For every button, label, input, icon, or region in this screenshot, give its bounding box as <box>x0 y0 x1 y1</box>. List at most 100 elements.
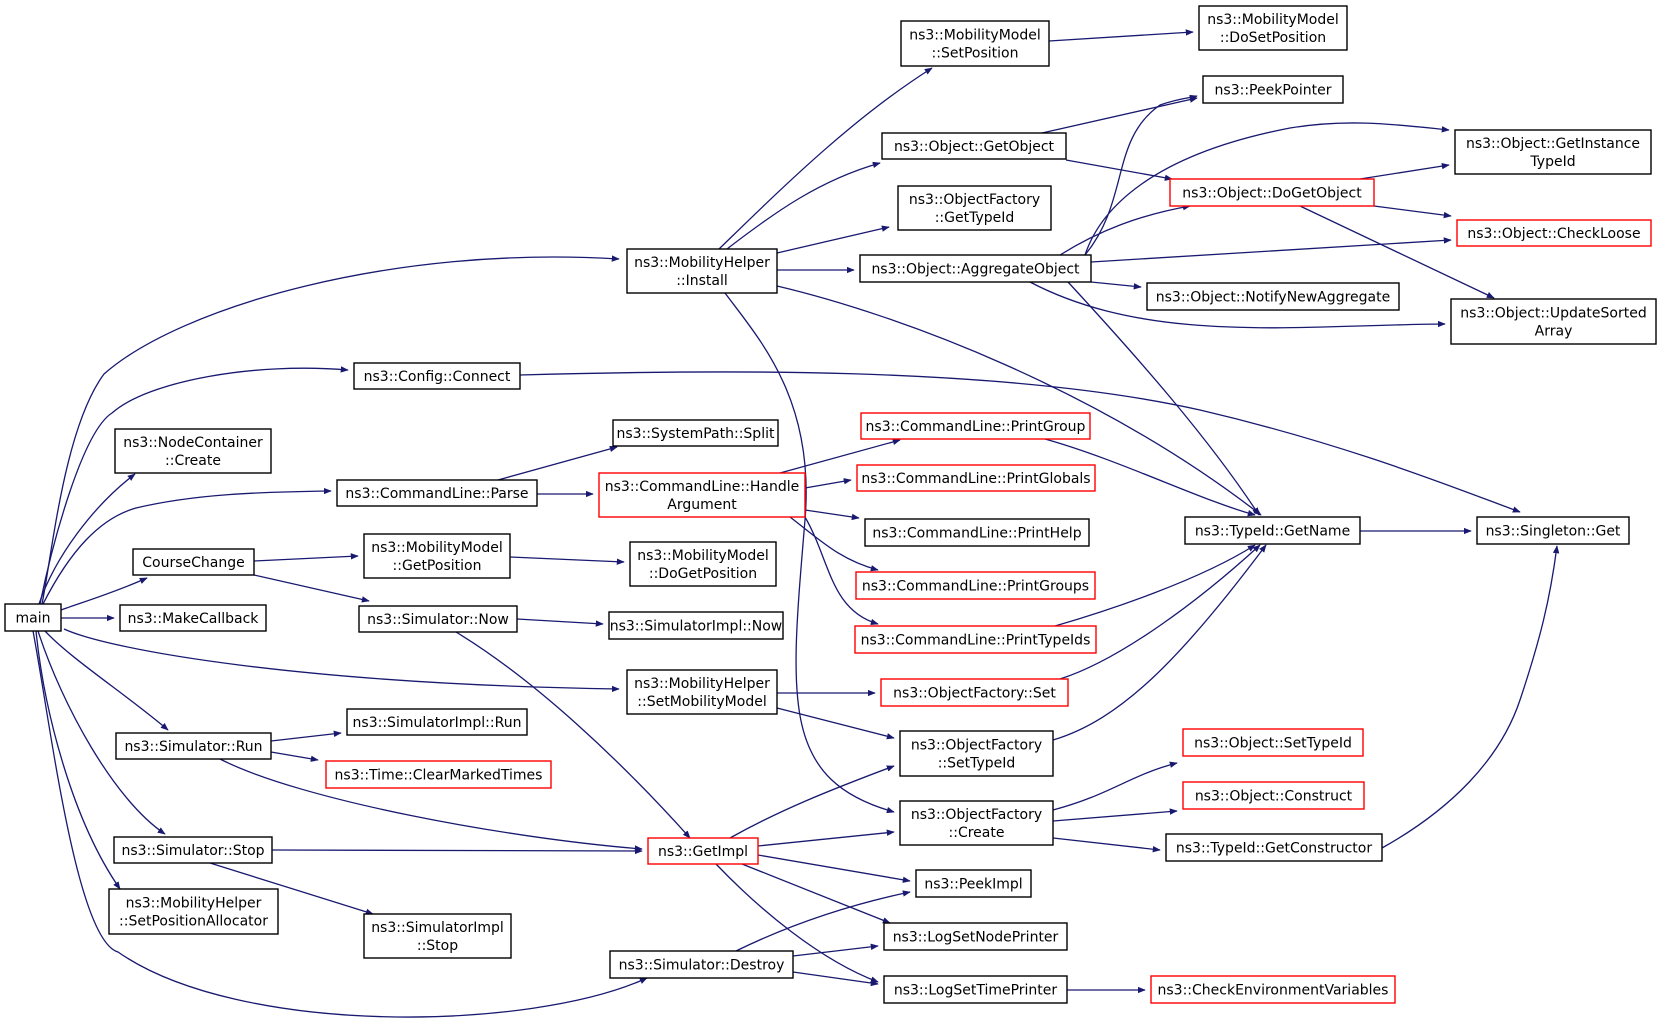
node-box <box>1182 781 1365 810</box>
edge-obj_dogetobject-to-obj_updatesorted <box>1299 205 1495 299</box>
node-sim_now[interactable]: ns3::Simulator::Now <box>358 605 518 633</box>
node-sim_run[interactable]: ns3::Simulator::Run <box>115 732 272 760</box>
node-of_settypeid[interactable]: ns3::ObjectFactory::SetTypeId <box>899 730 1054 777</box>
node-config_connect[interactable]: ns3::Config::Connect <box>353 362 521 390</box>
edge-obj_aggregate-to-obj_dogetobject <box>1059 204 1191 256</box>
edge-mh_install-to-of_gettypeid <box>776 225 890 254</box>
node-label: ::Install <box>676 273 728 289</box>
edge-cl_printtypeids-to-typeid_getname <box>1054 544 1256 627</box>
edge-sim_stop-to-simimpl_stop <box>209 862 374 915</box>
node-peekimpl[interactable]: ns3::PeekImpl <box>915 869 1032 898</box>
node-mh_install[interactable]: ns3::MobilityHelper::Install <box>626 248 778 294</box>
edge-obj_aggregate-to-obj_notify <box>1090 281 1142 290</box>
node-box <box>626 248 778 294</box>
node-log_nodeprinter[interactable]: ns3::LogSetNodePrinter <box>883 922 1068 951</box>
node-getimpl[interactable]: ns3::GetImpl <box>647 837 759 865</box>
node-label: ns3::CommandLine::PrintGroup <box>866 419 1086 435</box>
call-edges <box>32 29 1560 1018</box>
node-nc_create[interactable]: ns3::NodeContainer::Create <box>114 428 272 474</box>
edge-mh_install-to-obj_getobject <box>726 161 881 250</box>
node-log_timeprinter[interactable]: ns3::LogSetTimePrinter <box>883 975 1068 1004</box>
node-simimpl_now[interactable]: ns3::SimulatorImpl::Now <box>608 611 784 640</box>
node-obj_notify[interactable]: ns3::Object::NotifyNewAggregate <box>1146 282 1400 311</box>
node-cl_printhelp[interactable]: ns3::CommandLine::PrintHelp <box>864 518 1090 547</box>
node-label: ns3::ObjectFactory::Set <box>893 686 1056 702</box>
node-syspath_split[interactable]: ns3::SystemPath::Split <box>612 419 779 447</box>
edge-mh_install-to-typeid_getname <box>776 285 1262 516</box>
node-simimpl_run[interactable]: ns3::SimulatorImpl::Run <box>346 708 528 736</box>
node-box <box>1146 282 1400 311</box>
node-label: ::Stop <box>417 938 458 954</box>
node-box <box>915 869 1032 898</box>
node-label: ns3::Simulator::Run <box>124 739 262 755</box>
node-label: ns3::ObjectFactory <box>911 807 1042 823</box>
node-time_clearmarked[interactable]: ns3::Time::ClearMarkedTimes <box>325 760 552 789</box>
node-box <box>881 132 1067 160</box>
node-label: ::Create <box>949 825 1005 841</box>
node-mm_setposition[interactable]: ns3::MobilityModel::SetPosition <box>900 20 1050 67</box>
node-course_change[interactable]: CourseChange <box>132 548 255 576</box>
node-cl_printgroups[interactable]: ns3::CommandLine::PrintGroups <box>855 571 1096 600</box>
node-cl_printtypeids[interactable]: ns3::CommandLine::PrintTypeIds <box>854 625 1097 654</box>
node-obj_dogetobject[interactable]: ns3::Object::DoGetObject <box>1169 178 1375 207</box>
node-mm_getposition[interactable]: ns3::MobilityModel::GetPosition <box>363 533 511 579</box>
node-check_env[interactable]: ns3::CheckEnvironmentVariables <box>1150 975 1396 1004</box>
node-make_callback[interactable]: ns3::MakeCallback <box>119 604 267 632</box>
node-label: ns3::LogSetTimePrinter <box>894 983 1058 999</box>
node-label: ns3::MobilityHelper <box>126 896 262 912</box>
node-label: ns3::CommandLine::PrintTypeIds <box>861 633 1091 649</box>
edge-getimpl-to-log_timeprinter <box>715 863 879 983</box>
node-typeid_getconstructor[interactable]: ns3::TypeId::GetConstructor <box>1165 833 1383 862</box>
node-peek_pointer[interactable]: ns3::PeekPointer <box>1202 75 1344 104</box>
node-label: ns3::GetImpl <box>658 844 748 860</box>
node-obj_settypeid[interactable]: ns3::Object::SetTypeId <box>1182 728 1364 757</box>
node-label: ::DoGetPosition <box>649 566 757 582</box>
node-label: main <box>16 611 51 627</box>
edge-cl_handlearg-to-cl_printtypeids <box>804 516 879 626</box>
node-cl_printgroup[interactable]: ns3::CommandLine::PrintGroup <box>860 412 1091 440</box>
node-label: ns3::Object::NotifyNewAggregate <box>1156 290 1390 306</box>
node-obj_aggregate[interactable]: ns3::Object::AggregateObject <box>859 254 1092 283</box>
node-singleton_get[interactable]: ns3::Singleton::Get <box>1476 516 1630 545</box>
edge-cl_handlearg-to-cl_printglobals <box>804 478 852 489</box>
edge-cl_parse-to-syspath_split <box>497 445 618 481</box>
node-box <box>899 800 1054 846</box>
node-typeid_getname[interactable]: ns3::TypeId::GetName <box>1184 516 1361 545</box>
node-obj_getobject[interactable]: ns3::Object::GetObject <box>881 132 1067 160</box>
node-label: ns3::Time::ClearMarkedTimes <box>335 768 543 784</box>
edge-of_create-to-typeid_getconstructor <box>1052 837 1161 853</box>
node-obj_checkloose[interactable]: ns3::Object::CheckLoose <box>1456 219 1652 247</box>
node-mm_dogetposition[interactable]: ns3::MobilityModel::DoGetPosition <box>629 541 777 587</box>
edge-course_change-to-mm_getposition <box>253 553 359 562</box>
node-label: ns3::Simulator::Stop <box>121 843 264 859</box>
edge-cl_handlearg-to-cl_printgroup <box>779 438 901 474</box>
node-cl_parse[interactable]: ns3::CommandLine::Parse <box>336 479 538 507</box>
node-of_create[interactable]: ns3::ObjectFactory::Create <box>899 800 1054 846</box>
node-label: ns3::Simulator::Destroy <box>619 958 785 974</box>
edge-sim_run-to-getimpl <box>219 758 643 852</box>
node-label: ns3::PeekImpl <box>924 877 1022 893</box>
edge-main-to-mh_setpos <box>35 630 121 890</box>
node-box <box>1165 833 1383 862</box>
edge-main-to-config_connect <box>39 366 349 605</box>
node-main[interactable]: main <box>4 603 62 632</box>
node-simimpl_stop[interactable]: ns3::SimulatorImpl::Stop <box>363 913 512 959</box>
node-label: ns3::MobilityModel <box>371 540 503 556</box>
node-mh_setmobility[interactable]: ns3::MobilityHelper::SetMobilityModel <box>626 669 778 715</box>
node-box <box>115 732 272 760</box>
node-of_gettypeid[interactable]: ns3::ObjectFactory::GetTypeId <box>897 185 1052 231</box>
node-mm_dosetposition[interactable]: ns3::MobilityModel::DoSetPosition <box>1198 5 1348 51</box>
node-obj_construct[interactable]: ns3::Object::Construct <box>1182 781 1365 810</box>
edge-obj_aggregate-to-obj_updatesorted <box>1029 281 1446 329</box>
node-mh_setpos[interactable]: ns3::MobilityHelper::SetPositionAllocato… <box>108 888 279 935</box>
node-cl_printglobals[interactable]: ns3::CommandLine::PrintGlobals <box>856 464 1096 492</box>
node-of_set[interactable]: ns3::ObjectFactory::Set <box>880 678 1069 707</box>
function-nodes: mainns3::MobilityHelper::Installns3::Con… <box>4 5 1657 1004</box>
node-sim_stop[interactable]: ns3::Simulator::Stop <box>113 836 273 864</box>
node-label: ::SetPositionAllocator <box>119 914 268 930</box>
node-sim_destroy[interactable]: ns3::Simulator::Destroy <box>609 950 794 979</box>
